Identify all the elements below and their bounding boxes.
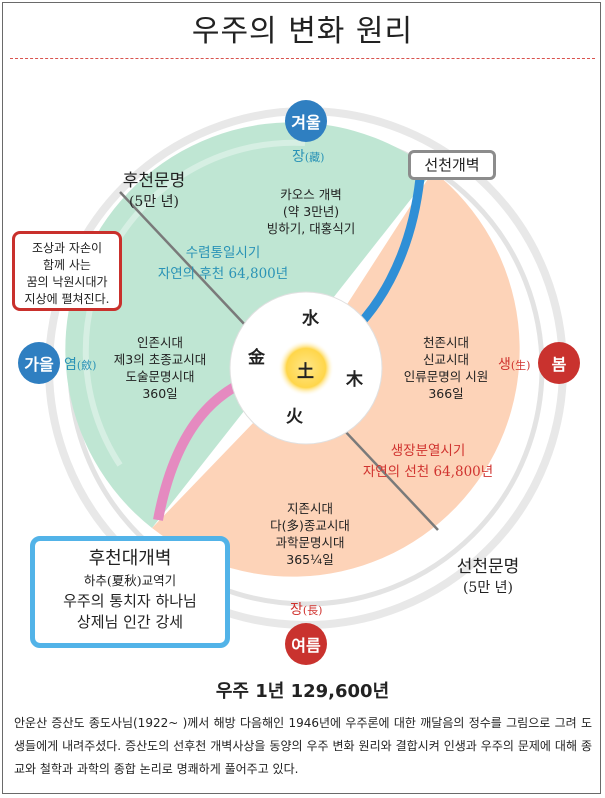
later-gaebyeok-line-2: 하추(夏秋)교역기 xyxy=(83,573,177,588)
chaos-text: 카오스 개벽 (약 3만년) 빙하기, 대홍식기 xyxy=(256,186,366,237)
earth-age-line-4: 365¼일 xyxy=(286,552,334,567)
term-jang-bottom-han: (長) xyxy=(302,604,323,617)
earth-age-line-2: 다(多)종교시대 xyxy=(270,518,350,533)
term-yeom: 염(斂) xyxy=(64,354,96,374)
convergence-line-2: 자연의 후천 64,800년 xyxy=(157,266,289,282)
earth-age-line-3: 과학문명시대 xyxy=(275,535,345,550)
later-gaebyeok-box: 후천대개벽 하추(夏秋)교역기 우주의 통치자 하나님 상제님 인간 강세 xyxy=(30,536,230,648)
season-spring-label: 봄 xyxy=(551,355,567,374)
season-summer-label: 여름 xyxy=(291,636,321,655)
convergence-line-1: 수렴통일시기 xyxy=(185,245,261,261)
paradise-line-2: 함께 사는 xyxy=(43,258,91,272)
growth-line-2: 자연의 선천 64,800년 xyxy=(362,464,494,480)
element-fire: 火 xyxy=(286,407,303,427)
season-winter-label: 겨울 xyxy=(291,113,321,132)
term-saeng: 생(生) xyxy=(498,354,530,374)
term-jang-top-text: 장 xyxy=(292,149,305,165)
earth-age-line-1: 지존시대 xyxy=(286,501,333,516)
title-divider xyxy=(10,58,595,59)
heaven-age-line-1: 천존시대 xyxy=(422,335,469,350)
growth-line-1: 생장분열시기 xyxy=(390,443,466,459)
heaven-age-line-3: 인류문명의 시원 xyxy=(403,369,489,384)
heaven-age-text: 천존시대 신교시대 인류문명의 시원 366일 xyxy=(386,334,506,402)
early-gaebyeok-box: 선천개벽 xyxy=(408,150,496,180)
heaven-age-line-2: 신교시대 xyxy=(422,352,469,367)
later-gaebyeok-line-3: 우주의 통치자 하나님 xyxy=(63,592,197,610)
early-heaven-label: 선천문명 (5만 년) xyxy=(438,552,538,597)
later-gaebyeok-title: 후천대개벽 xyxy=(88,548,172,569)
early-heaven-title: 선천문명 xyxy=(456,557,520,577)
term-jang-bottom-text: 장 xyxy=(290,602,303,618)
later-heaven-label: 후천문명 (5만 년) xyxy=(104,166,204,211)
human-age-line-3: 도술문명시대 xyxy=(125,369,195,384)
human-age-line-2: 제3의 초종교시대 xyxy=(113,352,207,367)
term-saeng-han: (生) xyxy=(510,359,531,372)
term-yeom-han: (斂) xyxy=(76,359,97,372)
element-earth: 土 xyxy=(297,362,314,382)
season-summer-badge: 여름 xyxy=(285,623,327,665)
chaos-line-3: 빙하기, 대홍식기 xyxy=(266,221,356,236)
description-text: 안운산 증산도 종도사님(1922~ )께서 해방 다음해인 1946년에 우주… xyxy=(14,716,592,776)
term-saeng-text: 생 xyxy=(498,357,511,373)
human-age-line-4: 360일 xyxy=(142,386,178,401)
season-autumn-label: 가을 xyxy=(24,355,54,374)
later-gaebyeok-line-4: 상제님 인간 강세 xyxy=(76,613,184,631)
convergence-text: 수렴통일시기 자연의 후천 64,800년 xyxy=(138,243,308,285)
paradise-box: 조상과 자손이 함께 사는 꿈의 낙원시대가 지상에 펼쳐진다. xyxy=(12,231,122,311)
element-metal: 金 xyxy=(248,348,265,368)
chaos-line-2: (약 3만년) xyxy=(282,204,340,219)
early-heaven-years: (5만 년) xyxy=(462,580,514,596)
paradise-line-4: 지상에 펼쳐진다. xyxy=(24,292,110,306)
element-wood: 木 xyxy=(346,370,363,390)
term-jang-bottom: 장(長) xyxy=(290,599,322,619)
season-spring-badge: 봄 xyxy=(538,342,580,384)
term-jang-top: 장(藏) xyxy=(292,146,324,166)
chaos-line-1: 카오스 개벽 xyxy=(280,187,342,202)
term-jang-top-han: (藏) xyxy=(304,151,325,164)
season-autumn-badge: 가을 xyxy=(18,342,60,384)
page-title: 우주의 변화 원리 xyxy=(191,14,414,49)
paradise-line-3: 꿈의 낙원시대가 xyxy=(26,275,108,289)
later-heaven-title: 후천문명 xyxy=(122,171,186,191)
center-earth-glow xyxy=(278,340,334,396)
season-winter-badge: 겨울 xyxy=(285,100,327,142)
element-water: 水 xyxy=(302,309,319,329)
growth-text: 생장분열시기 자연의 선천 64,800년 xyxy=(338,441,518,483)
earth-age-text: 지존시대 다(多)종교시대 과학문명시대 365¼일 xyxy=(250,500,370,568)
human-age-text: 인존시대 제3의 초종교시대 도술문명시대 360일 xyxy=(100,334,220,402)
heaven-age-line-4: 366일 xyxy=(428,386,464,401)
human-age-line-1: 인존시대 xyxy=(136,335,183,350)
term-yeom-text: 염 xyxy=(64,357,77,373)
paradise-line-1: 조상과 자손이 xyxy=(31,241,103,255)
later-heaven-years: (5만 년) xyxy=(128,194,180,210)
cosmic-year: 우주 1년 129,600년 xyxy=(215,681,390,702)
